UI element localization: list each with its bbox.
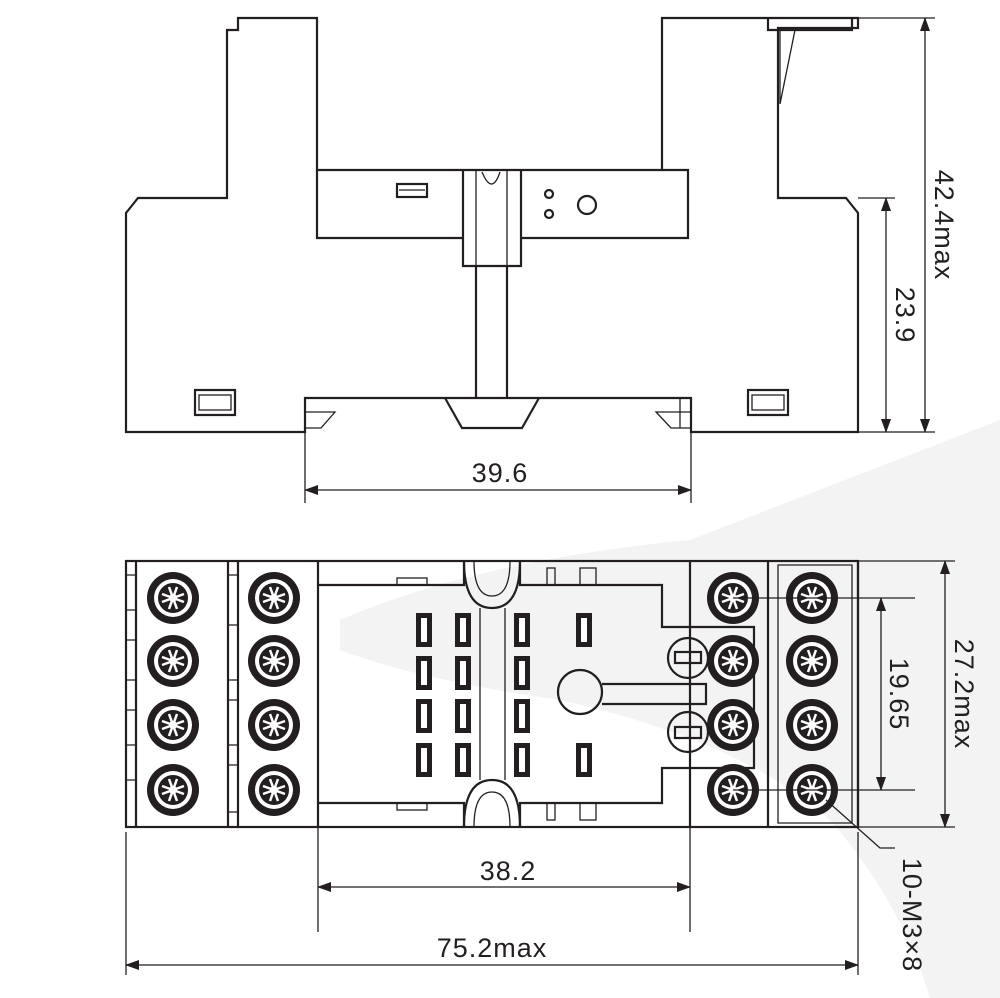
screw-terminal — [147, 764, 199, 816]
pin-slot — [416, 613, 432, 647]
pin-slot — [576, 743, 592, 777]
top-view-notch-bottom — [462, 778, 522, 828]
screw-terminal — [707, 635, 759, 687]
top-inner-width-label: 38.2 — [480, 856, 537, 886]
pin-slot — [455, 743, 471, 777]
side-height-max-label: 42.4max — [929, 170, 959, 281]
screw-terminal — [707, 699, 759, 751]
pin-slot — [416, 699, 432, 733]
screw-callout-leader — [825, 799, 895, 849]
top-view: 27.2max 19.65 38.2 75.2max 10-M3×8 — [124, 559, 979, 975]
screw-terminal — [248, 635, 300, 687]
side-view-mount-slot-left — [193, 388, 237, 417]
screw-terminal — [147, 572, 199, 624]
side-view: 42.4max 23.9 39.6 — [124, 16, 959, 503]
pin-slots — [416, 613, 592, 777]
screw-terminal — [248, 764, 300, 816]
pin-slot — [455, 613, 471, 647]
side-mount-height-label: 23.9 — [890, 287, 920, 344]
top-view-center-hole — [556, 668, 604, 716]
screw-terminal — [786, 635, 838, 687]
side-view-outline — [124, 16, 860, 434]
pin-slot — [455, 656, 471, 690]
pin-slot — [514, 656, 530, 690]
screw-terminal — [248, 572, 300, 624]
side-view-hole-large — [576, 194, 598, 216]
side-view-hole-small-2 — [543, 208, 555, 220]
pin-slot — [416, 743, 432, 777]
pin-slot — [455, 699, 471, 733]
side-view-mount-slot-right — [746, 388, 790, 417]
pin-slot — [576, 613, 592, 647]
screw-terminal — [147, 635, 199, 687]
side-view-center-column — [461, 170, 523, 398]
side-view-hole-small-1 — [543, 188, 555, 200]
pin-slot — [416, 656, 432, 690]
pin-slot — [514, 743, 530, 777]
top-height-max-label: 27.2max — [949, 639, 979, 750]
screw-terminal — [248, 699, 300, 751]
top-terminal-pitch-label: 19.65 — [884, 658, 914, 731]
screw-terminal — [147, 699, 199, 751]
side-view-din-clip — [444, 397, 540, 430]
pin-slot — [514, 613, 530, 647]
screw-callout-label: 10-M3×8 — [897, 858, 927, 972]
side-view-clip — [766, 18, 854, 32]
top-total-width-label: 75.2max — [437, 933, 548, 963]
side-base-width-label: 39.6 — [472, 458, 529, 488]
side-view-center-bar — [315, 168, 690, 240]
top-view-notch-top — [462, 560, 522, 610]
side-view-slot — [395, 182, 429, 199]
pin-slot — [514, 699, 530, 733]
screw-terminal — [786, 699, 838, 751]
